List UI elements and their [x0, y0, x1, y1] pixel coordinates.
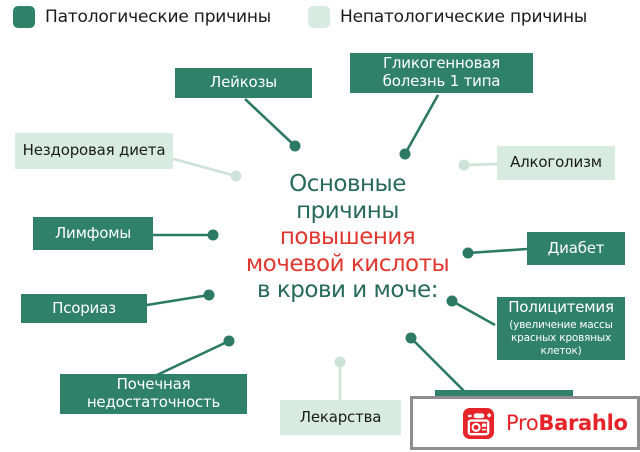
- connector-dot-covered-box: [405, 332, 417, 344]
- connector-diabetes: [467, 247, 528, 255]
- connector-dot-alcoholism: [458, 159, 470, 171]
- node-diet: Нездоровая диета: [15, 133, 173, 169]
- node-diabetes: Диабет: [527, 232, 625, 265]
- node-alcoholism: Алкоголизм: [497, 146, 615, 180]
- watermark-probarahlo: ProBarahlo: [410, 396, 640, 450]
- connector-dot-leukemia: [289, 140, 301, 152]
- connector-dot-diabetes: [462, 247, 474, 259]
- legend-swatch-pathological: [13, 6, 35, 28]
- node-renal-failure: Почечная недостаточность: [60, 374, 247, 414]
- node-lymphoma: Лимфомы: [33, 217, 153, 250]
- watermark-text-barahlo: Barahlo: [538, 411, 628, 435]
- connector-dot-psoriasis: [203, 289, 215, 301]
- connector-leukemia: [244, 98, 296, 147]
- center-title-line: повышения: [279, 224, 416, 250]
- center-title-line: в крови и моче:: [257, 277, 438, 303]
- connector-polycythemia: [451, 299, 496, 327]
- connector-dot-renal-failure: [223, 335, 235, 347]
- connector-dot-drugs: [334, 356, 346, 368]
- watermark-text: ProBarahlo: [506, 411, 628, 435]
- node-leukemia: Лейкозы: [175, 68, 312, 98]
- node-polycythemia: Полицитемия (увеличение массы красных кр…: [497, 297, 625, 360]
- center-title-line: Основные: [289, 171, 406, 197]
- watermark-text-pro: Pro: [506, 411, 539, 435]
- legend-swatch-non-pathological: [308, 6, 330, 28]
- legend-label-pathological: Патологические причины: [45, 7, 271, 27]
- node-drugs: Лекарства: [280, 400, 401, 435]
- node-polycythemia-title: Полицитемия: [508, 298, 614, 317]
- center-title-line: мочевой кислоты: [245, 250, 450, 277]
- center-title-line: причины: [296, 197, 399, 224]
- connector-dot-lymphoma: [207, 229, 219, 241]
- connector-covered-box: [410, 337, 465, 392]
- connector-dot-polycythemia: [446, 295, 458, 307]
- node-psoriasis: Псориаз: [21, 294, 147, 323]
- node-glycogen: Гликогенновая болезнь 1 типа: [350, 53, 533, 93]
- camera-icon: [463, 407, 494, 439]
- connector-psoriasis: [146, 293, 210, 307]
- connector-glycogen: [403, 94, 440, 155]
- connector-dot-glycogen: [399, 148, 411, 160]
- connector-alcoholism: [463, 162, 498, 167]
- connector-renal-failure: [156, 339, 230, 377]
- center-title: Основные причины повышения мочевой кисло…: [225, 171, 470, 304]
- connector-diet: [169, 156, 237, 178]
- legend-label-non-pathological: Непатологические причины: [340, 7, 588, 27]
- connector-dot-diet: [230, 170, 242, 182]
- node-polycythemia-subtitle: (увеличение массы красных кровяных клето…: [509, 319, 613, 357]
